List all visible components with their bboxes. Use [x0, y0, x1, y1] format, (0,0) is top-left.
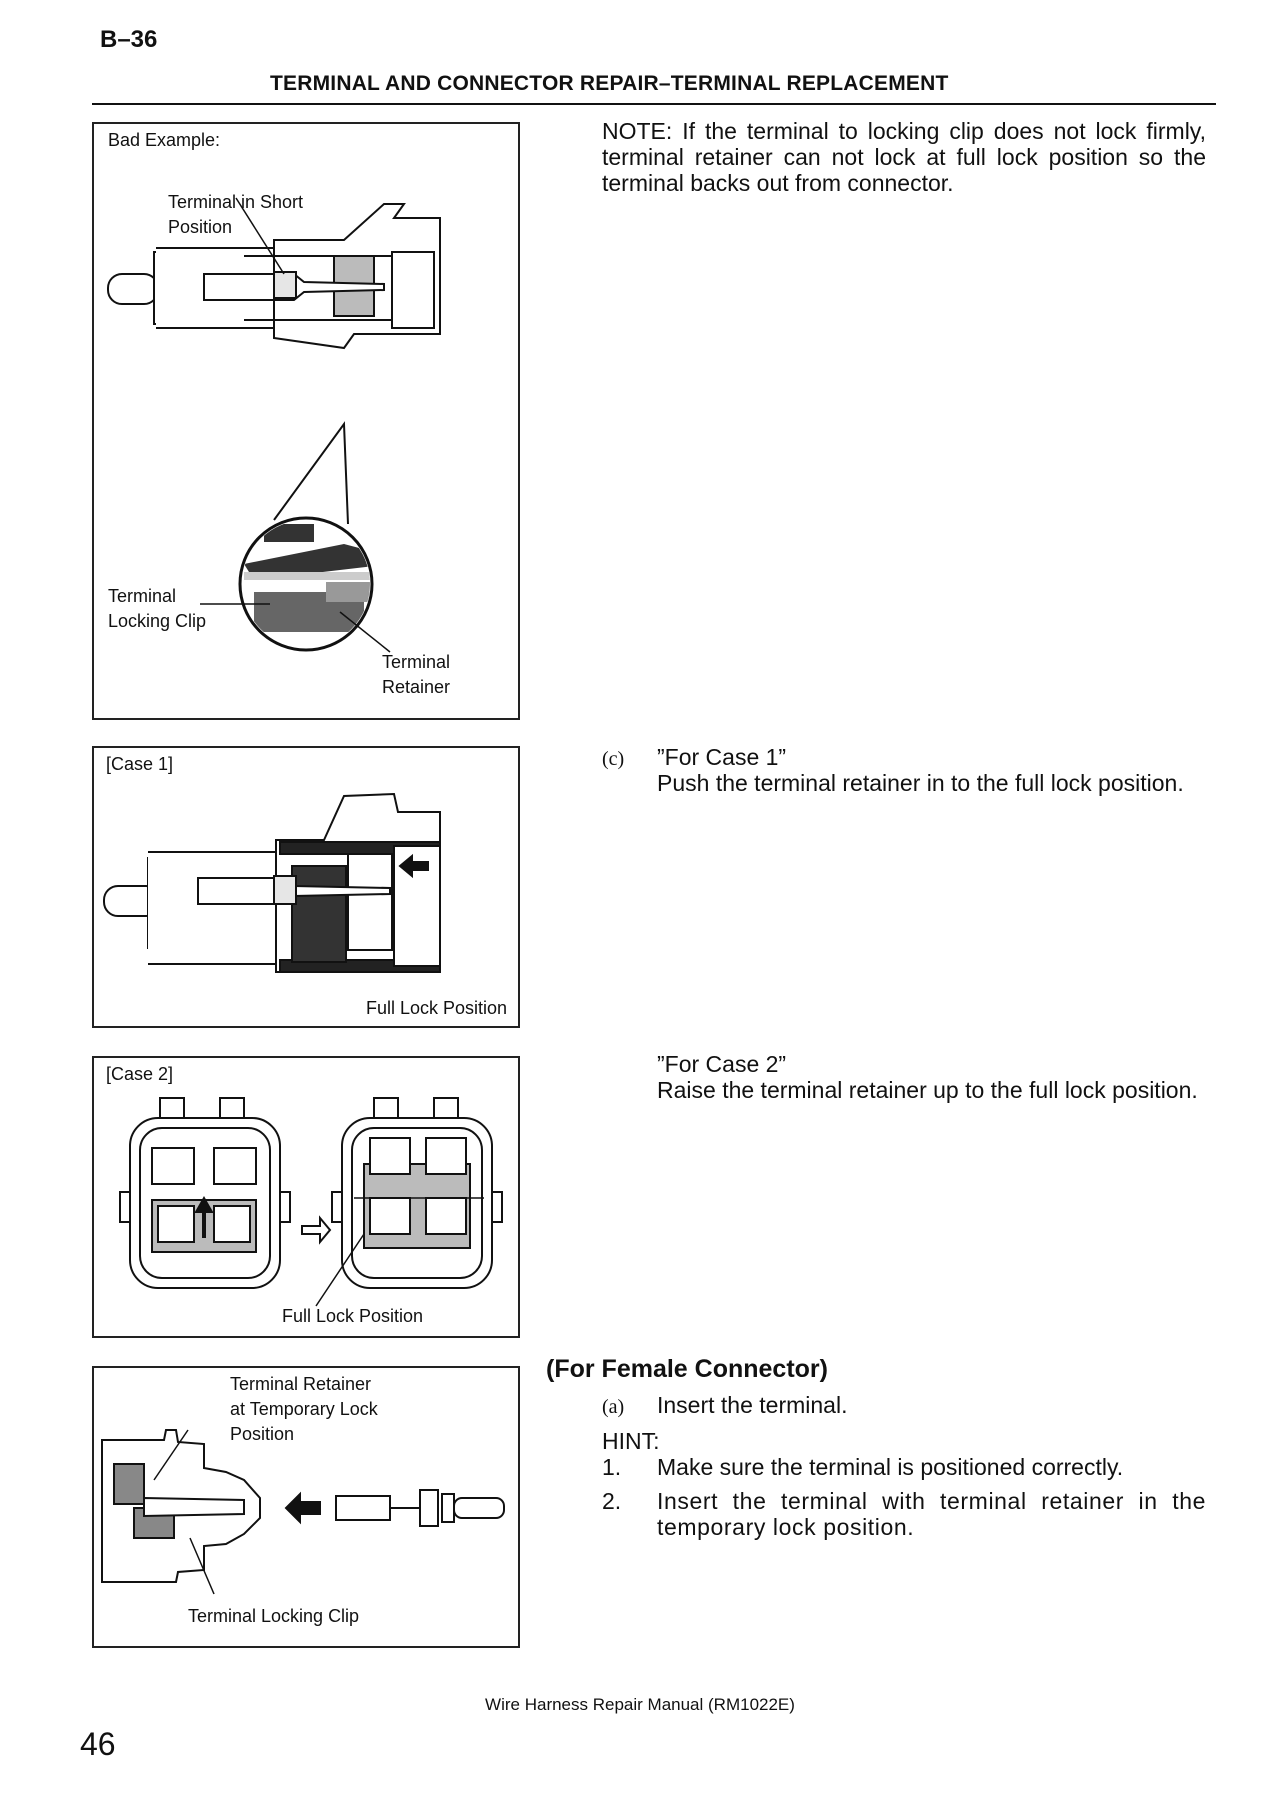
hint-text-1: Make sure the terminal is positioned cor… [657, 1454, 1124, 1480]
step-letter-c: (c) [602, 748, 625, 770]
header-rule [92, 103, 1216, 105]
figure-case-2: [Case 2] Full Lock Position [92, 1056, 520, 1338]
connector-face-drawing-case-2 [119, 1097, 503, 1307]
case-2-instruction: Raise the terminal retainer up to the fu… [657, 1077, 1198, 1103]
label-terminal-retainer: Terminal Retainer [382, 652, 451, 697]
note-paragraph: NOTE: If the terminal to locking clip do… [602, 118, 1206, 196]
hint-number-1: 1. [602, 1454, 622, 1480]
page-code: B–36 [100, 26, 158, 53]
figure-case-1: [Case 1] Full Lock Position [92, 746, 520, 1028]
label-full-lock-position: Full Lock Position [366, 998, 508, 1018]
label-terminal-locking-clip: Terminal Locking Clip [108, 586, 207, 631]
label-terminal-locking-clip: Terminal Locking Clip [188, 1606, 360, 1626]
footer-manual-title: Wire Harness Repair Manual (RM1022E) [485, 1695, 795, 1714]
case-1-instruction: Push the terminal retainer in to the ful… [657, 770, 1184, 796]
label-terminal-short-position: Terminal in Short Position [168, 192, 304, 237]
case-1-title: ”For Case 1” [657, 744, 787, 770]
label-full-lock-position: Full Lock Position [282, 1306, 424, 1326]
connector-drawing-case-1 [103, 792, 441, 973]
hint-label: HINT: [602, 1428, 660, 1454]
figure-female-connector: Terminal Retainer at Temporary Lock Posi… [92, 1366, 520, 1648]
hint-number-2: 2. [602, 1488, 622, 1514]
page-number: 46 [80, 1726, 116, 1762]
figure-caption: Bad Example: [108, 130, 221, 150]
section-heading-female-connector: (For Female Connector) [546, 1355, 828, 1383]
hint-text-2: Insert the terminal with terminal retain… [657, 1488, 1206, 1540]
connector-drawing-female [101, 1429, 505, 1595]
step-a-text: Insert the terminal. [657, 1392, 848, 1418]
label-terminal-retainer-temporary: Terminal Retainer at Temporary Lock Posi… [230, 1374, 378, 1444]
step-letter-a: (a) [602, 1396, 625, 1418]
figure-caption: [Case 2] [106, 1064, 174, 1084]
figure-caption: [Case 1] [106, 754, 174, 774]
figure-bad-example: Bad Example: Terminal in Short Position … [92, 122, 520, 720]
page-title: TERMINAL AND CONNECTOR REPAIR–TERMINAL R… [270, 72, 949, 95]
case-2-title: ”For Case 2” [657, 1051, 787, 1077]
connector-drawing-bad-example [107, 197, 441, 653]
